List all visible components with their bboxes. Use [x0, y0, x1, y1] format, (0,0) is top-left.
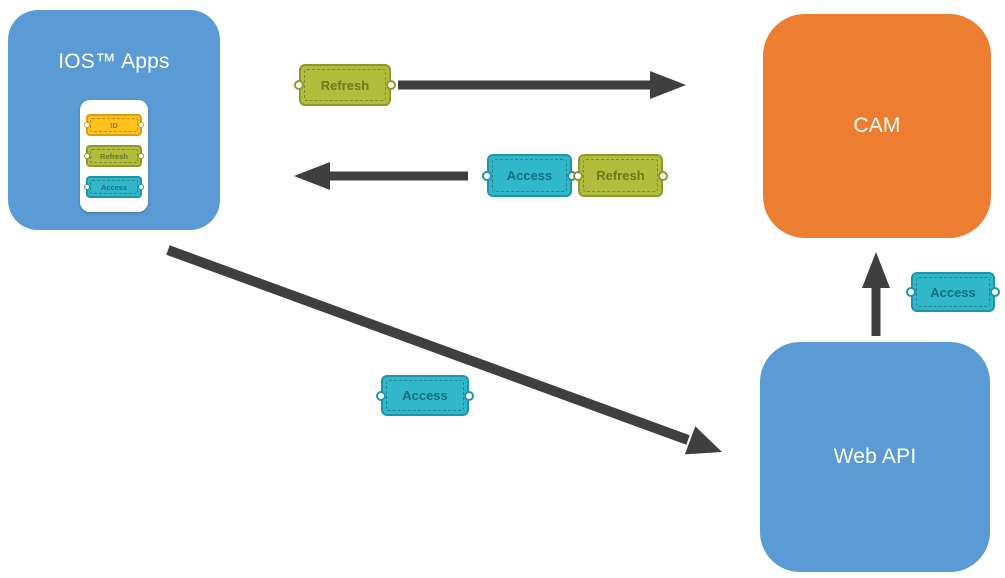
- ticket-notch: [138, 184, 144, 190]
- ticket-notch: [84, 153, 90, 159]
- access-token-label: Access: [402, 388, 448, 403]
- access-token-ios-to-webapi: Access: [376, 375, 474, 416]
- arrow-ios-to-cam-head: [650, 71, 686, 99]
- node-ios-apps-label: IOS™ Apps: [58, 50, 170, 73]
- node-web-api-label: Web API: [833, 445, 917, 468]
- ticket-notch: [906, 287, 916, 297]
- wallet-refresh-token: Refresh: [84, 145, 144, 167]
- node-ios-apps: IOS™ Apps ID Refresh Access: [8, 10, 220, 230]
- refresh-token-cam-to-ios: Refresh: [573, 154, 668, 197]
- ticket-notch: [990, 287, 1000, 297]
- access-token-label: Access: [506, 168, 553, 183]
- access-token-webapi-to-cam: Access: [906, 272, 1000, 312]
- wallet-refresh-token-label: Refresh: [100, 151, 128, 161]
- node-cam-label: CAM: [853, 114, 901, 137]
- ticket-notch: [573, 170, 583, 181]
- wallet-id-token-label: ID: [110, 120, 118, 130]
- access-token-label: Access: [930, 284, 976, 300]
- ticket-notch: [138, 122, 144, 128]
- ticket-notch: [482, 170, 492, 181]
- ticket-notch: [84, 184, 90, 190]
- arrow-webapi-to-cam-head: [862, 252, 890, 288]
- ticket-notch: [138, 153, 144, 159]
- node-web-api: Web API: [760, 342, 990, 572]
- access-token-cam-to-ios: Access: [482, 154, 577, 197]
- ticket-notch: [294, 80, 304, 90]
- node-cam: CAM: [763, 14, 991, 238]
- refresh-token-label: Refresh: [320, 77, 370, 93]
- ticket-notch: [386, 80, 396, 90]
- ticket-notch: [84, 122, 90, 128]
- refresh-token-label: Refresh: [596, 168, 645, 183]
- wallet-access-token-label: Access: [100, 182, 128, 192]
- wallet-access-token: Access: [84, 176, 144, 198]
- arrow-ios-to-webapi-head: [684, 426, 722, 455]
- arrow-cam-to-ios-head: [294, 162, 330, 190]
- wallet-id-token: ID: [84, 114, 144, 136]
- token-wallet-card: ID Refresh Access: [80, 100, 148, 212]
- refresh-token-ios-to-cam: Refresh: [294, 64, 396, 106]
- ticket-notch: [376, 390, 386, 401]
- ticket-notch: [464, 390, 474, 401]
- ticket-notch: [658, 170, 668, 181]
